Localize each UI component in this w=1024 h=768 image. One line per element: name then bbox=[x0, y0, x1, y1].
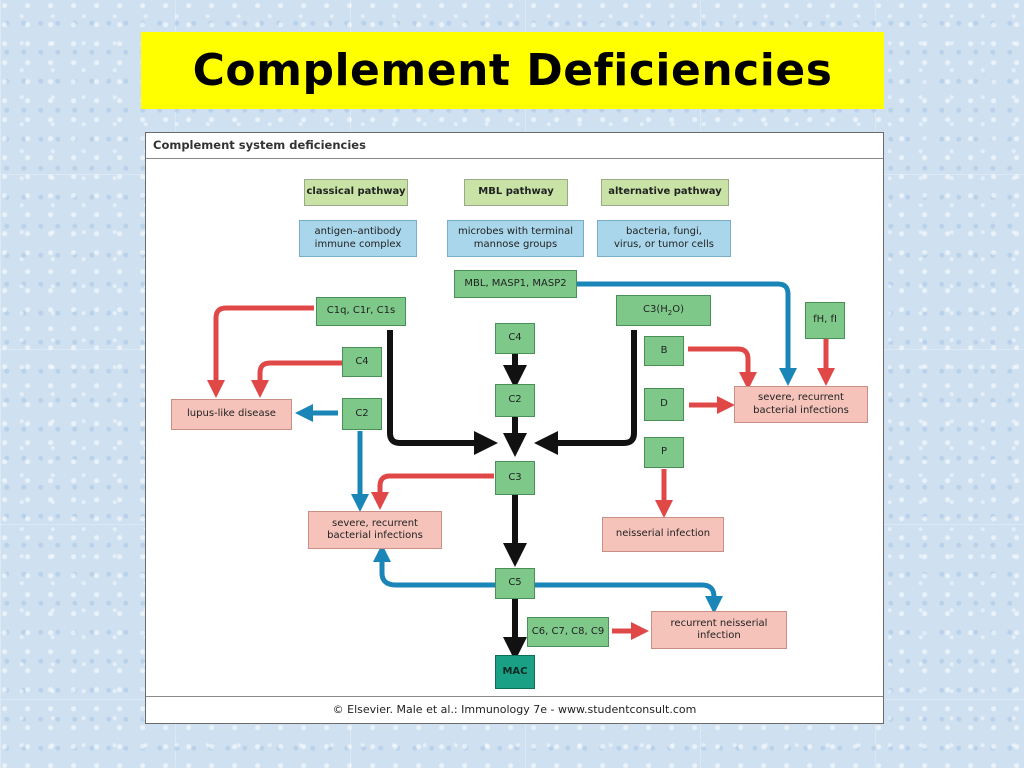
arrow-c3h2o-to-c3 bbox=[534, 330, 637, 455]
arrow-c5-to-severe-left bbox=[373, 544, 496, 588]
severe-left-line-1: severe, recurrent bbox=[332, 517, 418, 529]
red-arrows bbox=[207, 305, 835, 640]
c5-box: C5 bbox=[495, 568, 535, 599]
severe-infections-left-box: severe, recurrent bacterial infections bbox=[308, 511, 442, 549]
arrow-c4-to-lupus bbox=[251, 360, 342, 398]
mac-box: MAC bbox=[495, 655, 535, 689]
fh-fi-box: fH, fI bbox=[805, 302, 845, 339]
lupus-like-disease-box: lupus-like disease bbox=[171, 399, 292, 430]
c3-box: C3 bbox=[495, 461, 535, 495]
alternative-trigger-line-1: bacteria, fungi, bbox=[626, 226, 702, 237]
black-arrows bbox=[387, 330, 637, 661]
severe-infections-right-box: severe, recurrent bacterial infections bbox=[734, 386, 868, 423]
neisserial-infection-box: neisserial infection bbox=[602, 517, 724, 552]
arrow-mbl-to-severe-right bbox=[576, 281, 797, 386]
figure-credit: © Elsevier. Male et al.: Immunology 7e -… bbox=[146, 696, 883, 723]
factor-b-box: B bbox=[644, 336, 684, 366]
c4-center-box: C4 bbox=[495, 323, 535, 354]
complement-diagram: Complement system deficiencies bbox=[145, 132, 884, 724]
c2-left-box: C2 bbox=[342, 398, 382, 430]
mbl-trigger-line-1: microbes with terminal bbox=[457, 226, 574, 237]
c3h2o-box: C3(H2O) bbox=[616, 295, 711, 326]
mbl-trigger-box: microbes with terminal mannose groups bbox=[447, 220, 584, 257]
classical-trigger-box: antigen–antibody immune complex bbox=[299, 220, 417, 257]
slide-title-banner: Complement Deficiencies bbox=[141, 32, 884, 109]
slide-title: Complement Deficiencies bbox=[192, 45, 833, 96]
arrow-c1-to-c3 bbox=[387, 330, 498, 455]
factor-d-box: D bbox=[644, 388, 684, 421]
severe-left-line-2: bacterial infections bbox=[327, 530, 423, 541]
figure-header: Complement system deficiencies bbox=[146, 133, 883, 159]
severe-right-line-1: severe, recurrent bbox=[758, 392, 844, 403]
c1-box: C1q, C1r, C1s bbox=[316, 297, 406, 326]
arrow-layer bbox=[207, 281, 835, 661]
classical-trigger-line-2: immune complex bbox=[314, 238, 402, 250]
recurrent-neisserial-line-2: infection bbox=[697, 630, 741, 641]
mbl-trigger-line-2: mannose groups bbox=[473, 238, 558, 250]
blue-arrows bbox=[295, 281, 797, 614]
alternative-trigger-line-2: virus, or tumor cells bbox=[614, 238, 714, 250]
c4-left-box: C4 bbox=[342, 347, 382, 377]
alternative-pathway-box: alternative pathway bbox=[601, 179, 729, 206]
severe-right-line-2: bacterial infections bbox=[753, 404, 849, 416]
alternative-trigger-box: bacteria, fungi, virus, or tumor cells bbox=[597, 220, 731, 257]
arrow-c3-to-severe-left bbox=[371, 473, 494, 510]
mbl-masp-box: MBL, MASP1, MASP2 bbox=[454, 270, 577, 298]
classical-trigger-line-1: antigen–antibody bbox=[314, 226, 402, 237]
recurrent-neisserial-line-1: recurrent neisserial bbox=[670, 617, 768, 629]
c6-c9-box: C6, C7, C8, C9 bbox=[527, 617, 609, 647]
c3h2o-label: C3(H2O) bbox=[642, 303, 684, 317]
recurrent-neisserial-box: recurrent neisserial infection bbox=[651, 611, 787, 649]
c2-center-box: C2 bbox=[495, 384, 535, 417]
factor-p-box: P bbox=[644, 437, 684, 468]
mbl-pathway-box: MBL pathway bbox=[464, 179, 568, 206]
arrow-c1-to-lupus bbox=[207, 305, 314, 398]
arrow-c5-to-recurrent bbox=[534, 582, 723, 614]
classical-pathway-box: classical pathway bbox=[304, 179, 408, 206]
arrow-b-to-severe-right bbox=[688, 346, 757, 390]
